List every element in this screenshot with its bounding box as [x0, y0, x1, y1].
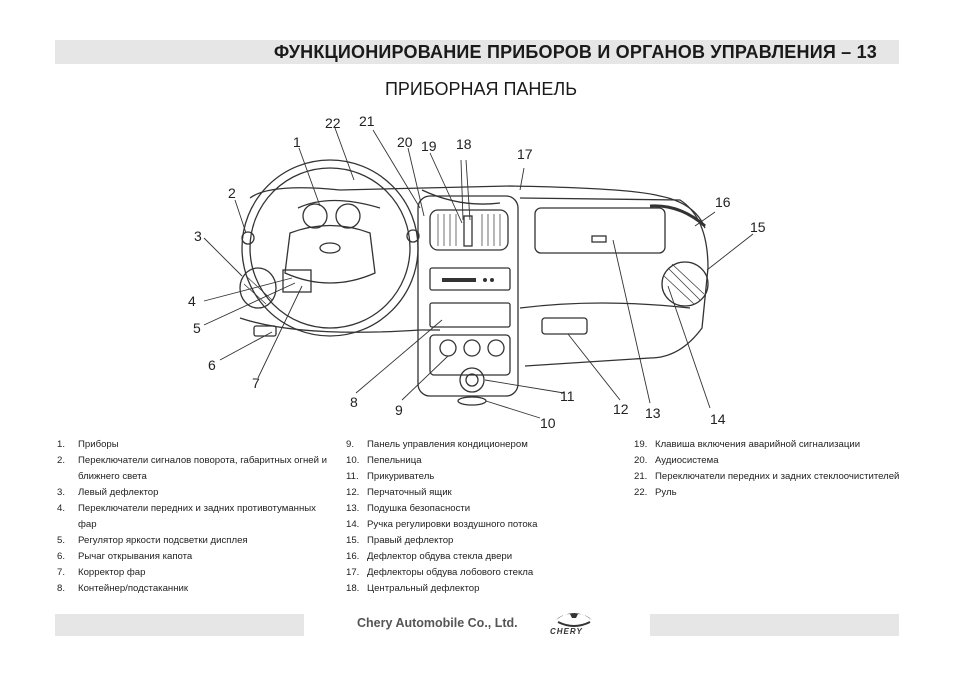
airbag-cover — [534, 207, 666, 254]
callout-14: 14 — [710, 411, 726, 427]
center-console — [417, 195, 519, 397]
left-vent — [239, 267, 277, 309]
callout-11: 11 — [560, 388, 575, 404]
legend-item: 7.Корректор фар — [57, 567, 146, 578]
callout-19: 19 — [421, 138, 437, 154]
audio-unit — [429, 267, 511, 291]
legend-column-3: 19.Клавиша включения аварийной сигнализа… — [634, 437, 904, 501]
legend-item: 8.Контейнер/подстаканник — [57, 583, 189, 594]
chery-logo-icon — [556, 613, 592, 627]
cigarette-lighter — [459, 367, 485, 393]
chery-logo-text: CHERY — [550, 627, 583, 636]
legend-item: 18.Центральный дефлектор — [346, 583, 480, 594]
glovebox-handle — [541, 317, 588, 335]
callout-1: 1 — [293, 134, 301, 150]
legend-item: 4.Переключатели передних и задних против… — [57, 503, 316, 530]
ashtray — [457, 396, 487, 406]
callout-3: 3 — [194, 228, 202, 244]
callout-12: 12 — [613, 401, 629, 417]
legend-item: 22.Руль — [634, 487, 677, 498]
legend-item: 15.Правый дефлектор — [346, 535, 454, 546]
legend-item: 13.Подушка безопасности — [346, 503, 471, 514]
header-bar: ФУНКЦИОНИРОВАНИЕ ПРИБОРОВ И ОРГАНОВ УПРА… — [55, 40, 899, 64]
callout-22: 22 — [325, 115, 341, 131]
footer-company-name: Chery Automobile Co., Ltd. — [357, 616, 518, 630]
hazard-switch — [463, 215, 473, 247]
footer-bar-left — [55, 614, 304, 636]
climate-panel — [429, 334, 511, 376]
legend-item: 9.Панель управления кондиционером — [346, 439, 528, 450]
section-title: ПРИБОРНАЯ ПАНЕЛЬ — [384, 79, 578, 99]
dashboard-bottom-outline — [239, 317, 440, 333]
callout-6: 6 — [208, 357, 216, 373]
steering-wheel-outer — [241, 159, 419, 337]
callout-21: 21 — [359, 113, 375, 129]
switch-panel — [282, 269, 312, 293]
legend-item: 12.Перчаточный ящик — [346, 487, 452, 498]
callout-20: 20 — [397, 134, 413, 150]
callout-5: 5 — [193, 320, 201, 336]
legend-item: 11.Прикуриватель — [346, 471, 435, 482]
callout-9: 9 — [395, 402, 403, 418]
callout-8: 8 — [350, 394, 358, 410]
callout-4: 4 — [188, 293, 196, 309]
legend-item: 14.Ручка регулировки воздушного потока — [346, 519, 538, 530]
callout-17: 17 — [517, 146, 533, 162]
callout-16: 16 — [715, 194, 731, 210]
callout-15: 15 — [750, 219, 766, 235]
legend-column-2: 9.Панель управления кондиционером 10.Пеп… — [346, 437, 606, 597]
callout-2: 2 — [228, 185, 236, 201]
legend-item: 2.Переключатели сигналов поворота, габар… — [57, 455, 328, 482]
right-vent — [661, 261, 709, 307]
right-panel-outline — [519, 197, 709, 367]
page-header-title: ФУНКЦИОНИРОВАНИЕ ПРИБОРОВ И ОРГАНОВ УПРА… — [273, 42, 877, 62]
legend-column-1: 1.Приборы 2.Переключатели сигналов повор… — [57, 437, 332, 597]
legend-item: 20.Аудиосистема — [634, 455, 719, 466]
dashboard-diagram: 1 2 3 4 5 6 7 8 9 10 11 12 13 14 15 16 1… — [188, 113, 766, 431]
callout-7: 7 — [252, 375, 260, 391]
callout-13: 13 — [645, 405, 661, 421]
footer-bar-right — [650, 614, 899, 636]
door-defog-vent — [649, 204, 706, 228]
legend-item: 21.Переключатели передних и задних стекл… — [634, 471, 900, 482]
legend-item: 3.Левый дефлектор — [57, 487, 159, 498]
callout-18: 18 — [456, 136, 472, 152]
callout-10: 10 — [540, 415, 556, 431]
legend-item: 6.Рычаг открывания капота — [57, 551, 193, 562]
hood-release-lever — [253, 325, 277, 337]
left-stalk-knob — [241, 231, 255, 245]
legend-item: 10.Пепельница — [346, 455, 422, 466]
legend-item: 19.Клавиша включения аварийной сигнализа… — [634, 439, 861, 450]
legend-item: 1.Приборы — [57, 439, 119, 450]
legend-item: 17.Дефлекторы обдува лобового стекла — [346, 567, 534, 578]
legend-item: 16.Дефлектор обдува стекла двери — [346, 551, 513, 562]
dashboard-top-outline — [249, 185, 706, 229]
storage-container — [429, 302, 511, 328]
steering-hub — [284, 224, 376, 284]
legend-item: 5.Регулятор яркости подсветки дисплея — [57, 535, 248, 546]
